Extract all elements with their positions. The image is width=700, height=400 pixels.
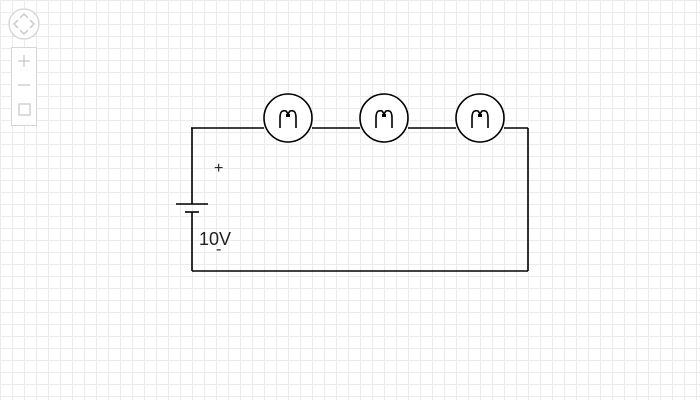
battery[interactable] — [176, 203, 208, 213]
pan-arrows-icon[interactable] — [8, 8, 40, 40]
fit-view-button[interactable] — [12, 97, 36, 121]
lamp[interactable] — [359, 93, 409, 143]
circuit-wires — [191, 127, 529, 272]
zoom-in-button[interactable] — [12, 49, 36, 73]
plus-icon — [18, 55, 30, 67]
lamp[interactable] — [455, 93, 505, 143]
zoom-out-button[interactable] — [12, 73, 36, 97]
battery-positive-label: + — [214, 160, 224, 177]
lamp-icon — [263, 93, 313, 143]
minus-icon — [18, 84, 30, 86]
battery-negative-label: - — [216, 241, 222, 258]
zoom-panel — [11, 47, 37, 126]
battery-voltage-label: 10V — [199, 229, 232, 249]
lamp[interactable] — [263, 93, 313, 143]
lamp-icon — [359, 93, 409, 143]
lamp-filament-dot — [478, 114, 482, 117]
pan-control[interactable] — [8, 8, 40, 40]
lamp-filament-dot — [382, 114, 386, 117]
lamp-icon — [455, 93, 505, 143]
lamp-filament-dot — [286, 114, 290, 117]
square-icon — [18, 103, 31, 116]
